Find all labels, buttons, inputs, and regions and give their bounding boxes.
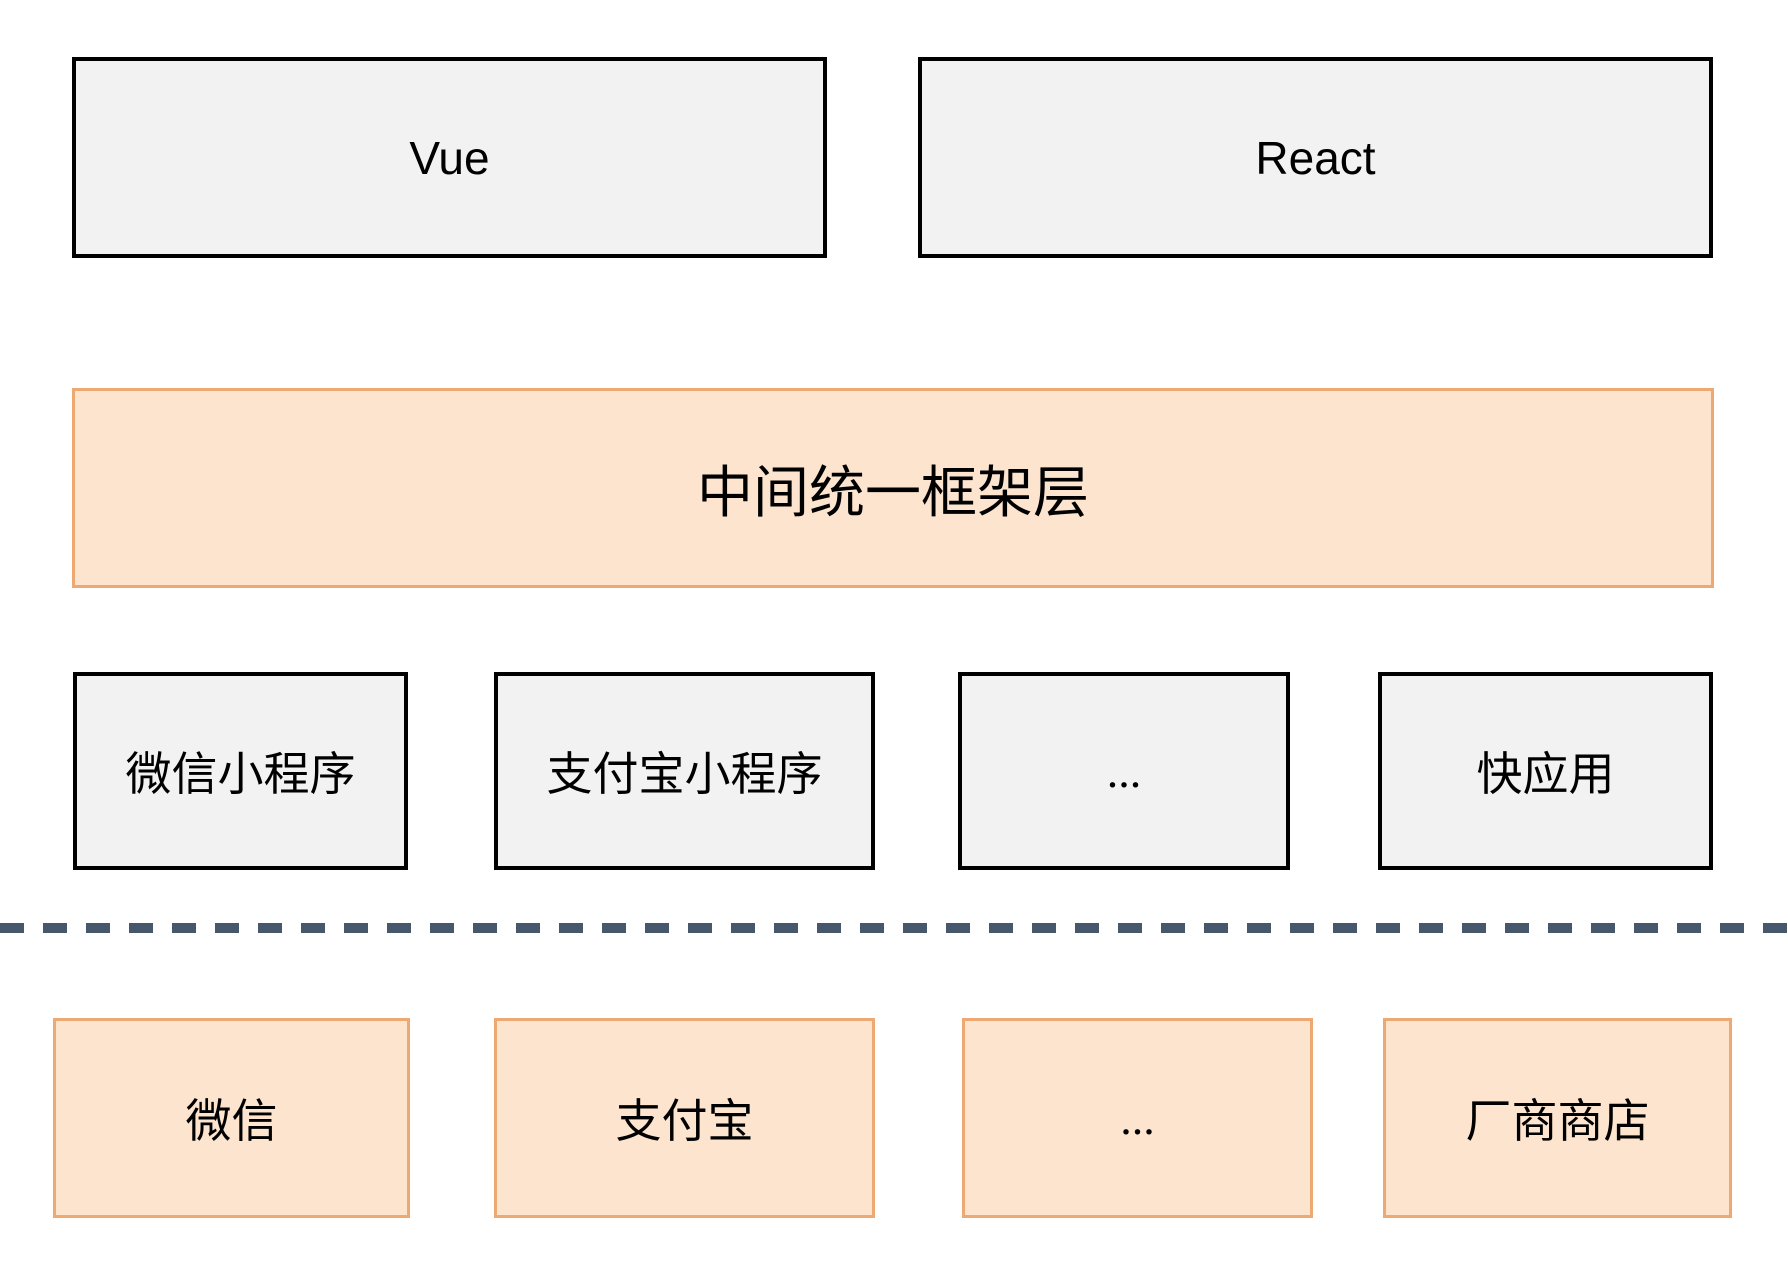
other-platforms-box: ... — [962, 1018, 1313, 1218]
wechat-platform-label: 微信 — [185, 1096, 278, 1147]
quickapp-box: 快应用 — [1378, 672, 1713, 870]
react-label: React — [1255, 131, 1376, 184]
react-box: React — [918, 57, 1713, 258]
vue-label: Vue — [409, 131, 490, 184]
alipay-platform-label: 支付宝 — [615, 1096, 754, 1147]
wechat-platform-box: 微信 — [53, 1018, 410, 1218]
other-targets-box: ... — [958, 672, 1290, 870]
middle-framework-layer-label: 中间统一框架层 — [697, 462, 1089, 525]
quickapp-label: 快应用 — [1476, 749, 1615, 800]
alipay-miniprogram-box: 支付宝小程序 — [494, 672, 875, 870]
vue-box: Vue — [72, 57, 827, 258]
other-platforms-label: ... — [1120, 1092, 1155, 1144]
dashed-divider-line — [0, 923, 1788, 933]
alipay-miniprogram-label: 支付宝小程序 — [546, 749, 823, 800]
vendor-store-label: 厂商商店 — [1465, 1096, 1650, 1147]
middle-framework-layer-box: 中间统一框架层 — [72, 388, 1714, 588]
wechat-miniprogram-box: 微信小程序 — [73, 672, 408, 870]
wechat-miniprogram-label: 微信小程序 — [125, 749, 356, 800]
other-targets-label: ... — [1106, 745, 1142, 797]
alipay-platform-box: 支付宝 — [494, 1018, 875, 1218]
vendor-store-box: 厂商商店 — [1383, 1018, 1732, 1218]
